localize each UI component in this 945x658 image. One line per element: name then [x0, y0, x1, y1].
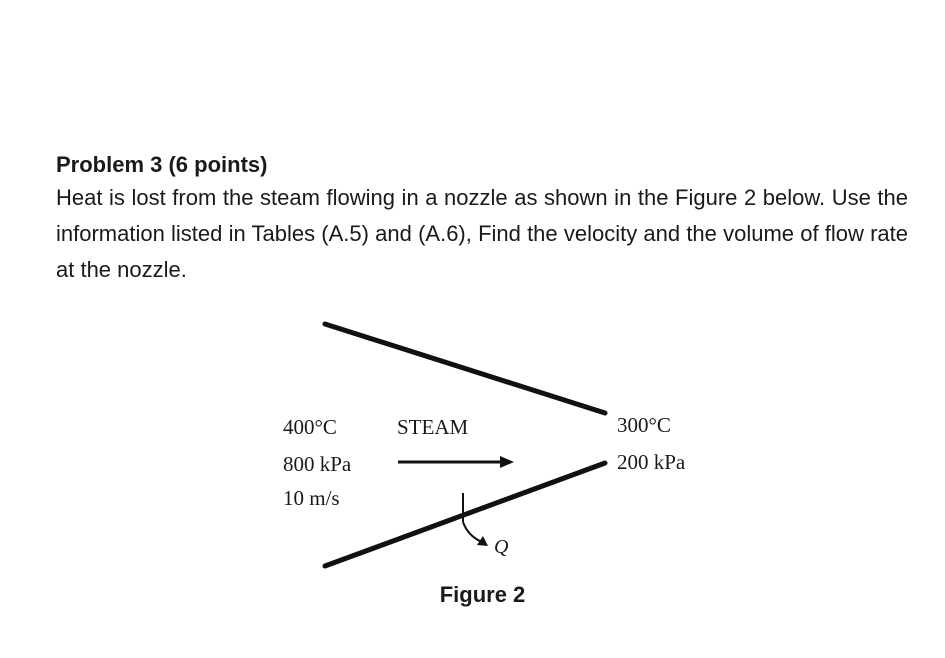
inlet-velocity: 10 m/s — [283, 486, 340, 510]
problem-statement: Heat is lost from the steam flowing in a… — [56, 185, 908, 282]
heat-loss-arrow — [462, 493, 488, 546]
heat-label: Q — [494, 536, 509, 558]
flow-arrow — [398, 456, 514, 468]
flow-label: STEAM — [397, 415, 469, 439]
nozzle-lower-wall — [322, 460, 608, 569]
inlet-temperature: 400°C — [283, 415, 337, 439]
outlet-pressure: 200 kPa — [617, 450, 686, 474]
outlet-temperature: 300°C — [617, 413, 671, 437]
inlet-pressure: 800 kPa — [283, 452, 352, 476]
nozzle-upper-wall — [322, 321, 608, 416]
problem-title: Problem 3 (6 points) — [56, 152, 268, 177]
problem-block: Problem 3 (6 points) Heat is lost from t… — [56, 150, 908, 288]
figure-caption: Figure 2 — [439, 582, 526, 607]
